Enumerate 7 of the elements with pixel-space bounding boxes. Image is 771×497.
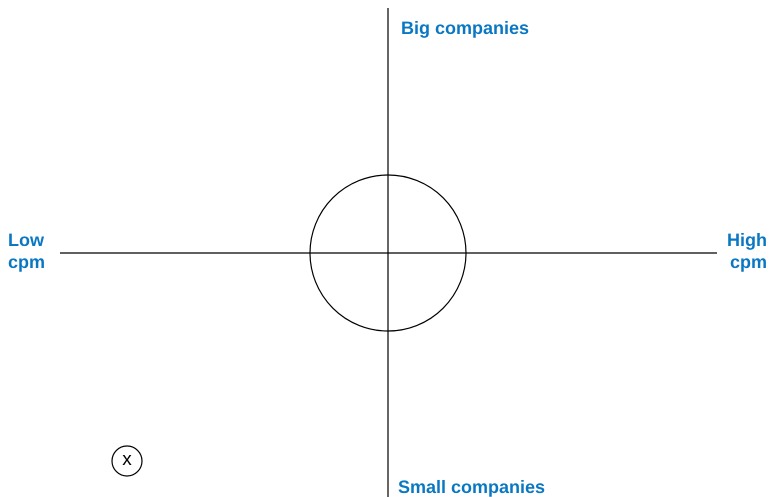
center-circle	[309, 174, 467, 332]
axis-label: High cpm	[726, 229, 767, 273]
marker-text: x	[121, 450, 133, 470]
axis-label: Small companies	[398, 476, 546, 497]
axis-label: Low cpm	[8, 229, 46, 273]
axis-label: Big companies	[401, 17, 530, 39]
marker-circle	[111, 445, 143, 477]
